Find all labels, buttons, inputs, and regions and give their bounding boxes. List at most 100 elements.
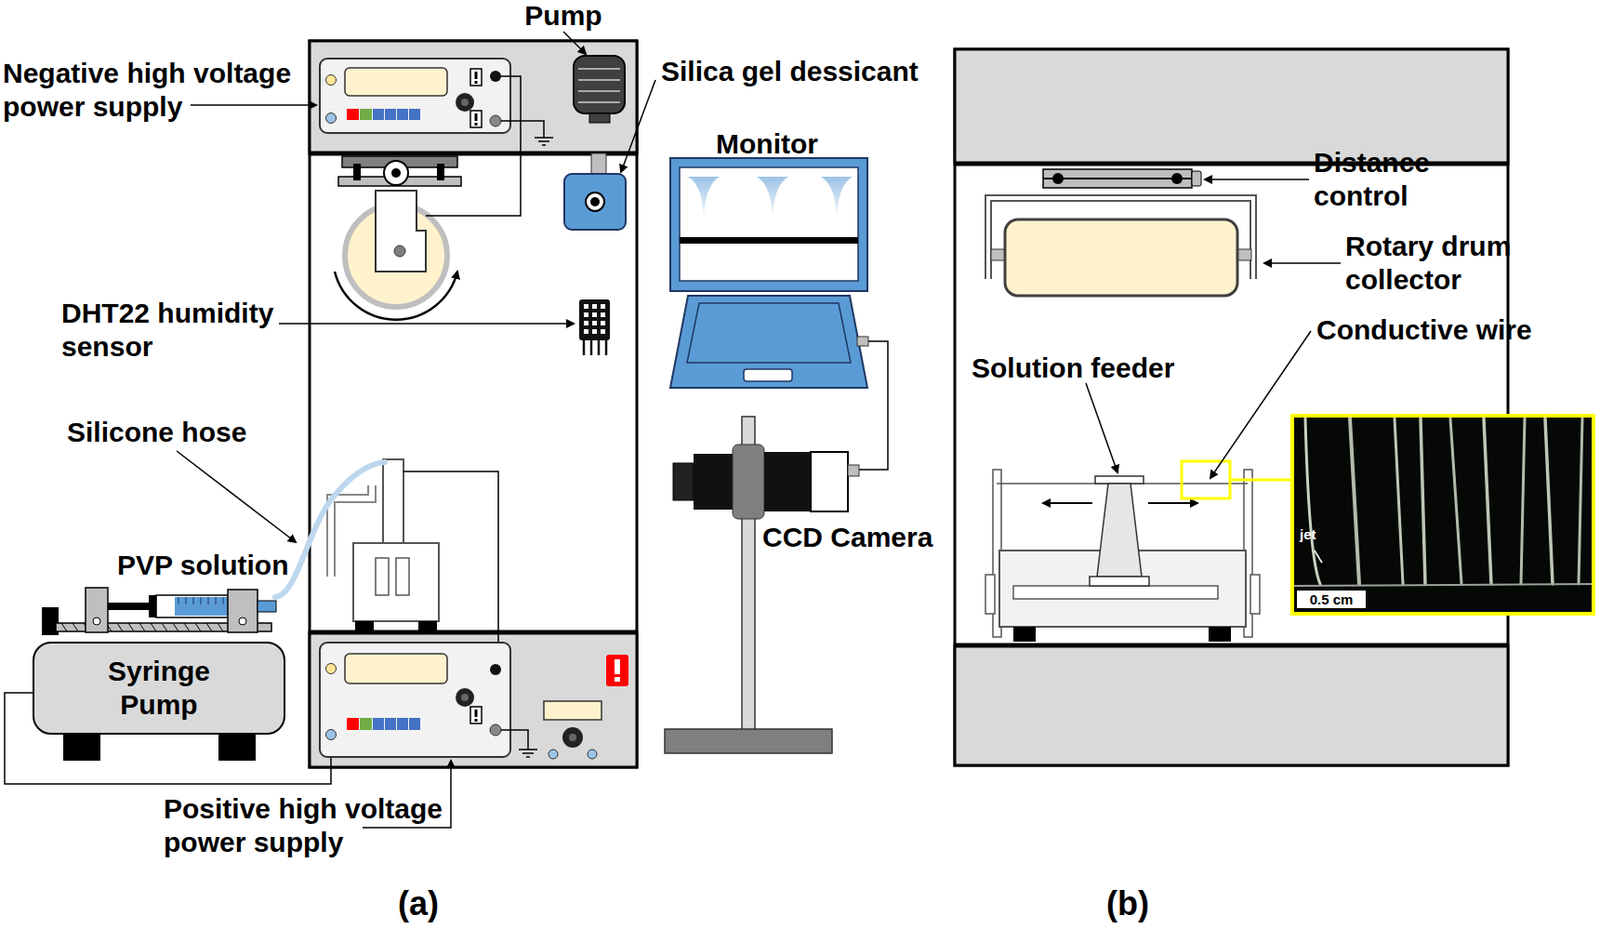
ccd-camera-part (847, 464, 860, 477)
air-pump-part (578, 67, 621, 70)
positive-power-supply-part (344, 653, 448, 684)
scale-bar-box: 0.5 cm (1295, 589, 1367, 609)
ccd-camera-part (810, 451, 848, 512)
laptop-monitor-part (743, 369, 793, 382)
positive-power-supply-part (475, 709, 478, 717)
jet-photo-inset-part-part (1349, 418, 1360, 584)
negative-power-supply-part (475, 71, 478, 80)
solution-feeder-side (275, 459, 499, 666)
leader-lines-part (621, 79, 656, 172)
negative-power-supply-part (359, 108, 372, 120)
negative-power-supply-part (470, 68, 482, 86)
air-pump-part (578, 101, 621, 104)
part-label: Distance control (1313, 145, 1444, 213)
wire-electrode-rig-part (1250, 574, 1260, 614)
part-label: Silica gel dessicant (661, 54, 919, 89)
positive-power-supply-part (326, 729, 337, 741)
humidity-sensor-part-part (600, 320, 606, 326)
syringe-pump-box: Syringe Pump (32, 641, 286, 735)
positive-power-supply-part (568, 733, 577, 741)
rotary-collector-side-part (383, 160, 409, 186)
distance-control-rail (1043, 169, 1202, 188)
cabinet-a (309, 40, 637, 767)
solution-feeder-side-part (383, 459, 404, 549)
solution-feeder-side-part (375, 557, 389, 596)
jet-photo-inset-part (1314, 550, 1326, 569)
wire-electrode-rig-part (1089, 576, 1150, 586)
laptop-monitor-part (687, 303, 851, 363)
solution-feeder-side-part (275, 462, 385, 597)
negative-power-supply-part (372, 108, 384, 120)
humidity-sensor-part-part (592, 329, 597, 334)
solution-feeder-side-part (355, 621, 374, 633)
positive-power-supply-part (614, 659, 621, 675)
part-label: Monitor (711, 127, 823, 161)
cabinet-a-part (309, 40, 637, 767)
distance-control-rail-part (1043, 169, 1192, 188)
negative-power-supply-part (475, 122, 478, 126)
air-pump-part (591, 153, 607, 174)
negative-power-supply-part (475, 80, 478, 84)
jet-photo-inset-part-part (1483, 418, 1492, 584)
cabinet-b-part (954, 49, 1508, 164)
part-label: Positive high voltage power supply (163, 792, 462, 860)
ccd-camera-part (732, 444, 765, 519)
wire-electrode-rig-part (1148, 502, 1198, 504)
rotary-collector-side-part (353, 163, 361, 181)
positive-power-supply-part (319, 642, 511, 757)
leader-lines-part (563, 31, 586, 54)
cabinet-b (954, 49, 1508, 766)
wire-electrode-rig-part (1095, 476, 1144, 484)
humidity-sensor (579, 299, 610, 356)
ccd-camera-part (673, 462, 694, 501)
positive-power-supply-part (359, 717, 372, 730)
wire-electrode-rig-part (1043, 502, 1093, 504)
wire-electrode-rig (985, 461, 1293, 642)
cabinet-b-part (954, 643, 1508, 648)
positive-power-supply-part (384, 717, 397, 730)
rotary-collector-side-part (436, 163, 445, 181)
humidity-sensor-part-part (600, 329, 606, 334)
positive-power-supply-part (470, 706, 482, 724)
humidity-sensor-part-part (583, 320, 589, 326)
syringe-assembly-part (238, 617, 247, 625)
negative-power-supply-part (489, 70, 502, 82)
positive-power-supply-part (606, 654, 629, 687)
jet-photo-inset-part-part (1420, 418, 1426, 584)
laptop-monitor-part (679, 167, 859, 281)
negative-power-supply-part (344, 67, 448, 96)
cabinet-b-part (954, 645, 1508, 766)
humidity-sensor-part-part (583, 304, 589, 309)
solution-feeder-side-part (418, 621, 437, 633)
silica-gel-canister-part (564, 173, 626, 230)
wire-electrode-rig-part (1013, 626, 1036, 642)
rotary-drum (988, 198, 1254, 296)
laptop-monitor-part (857, 336, 869, 346)
positive-power-supply-part (614, 676, 621, 682)
humidity-sensor-part-part (600, 304, 606, 309)
part-label: Solution feeder (971, 351, 1175, 385)
rotary-collector-side-part (334, 271, 458, 320)
syringe-assembly-part (63, 734, 101, 761)
syringe-assembly-part (227, 589, 258, 633)
negative-power-supply-part (475, 113, 478, 121)
leader-lines (176, 31, 1341, 828)
laptop-monitor-part (679, 237, 859, 244)
leader-lines-part (176, 450, 296, 543)
jet-photo-inset-part-part (1545, 418, 1553, 584)
wire-electrode-rig-part (1229, 478, 1293, 482)
cabinet-a-part (309, 632, 637, 767)
humidity-sensor-part-part (600, 312, 606, 318)
negative-power-supply-part (319, 58, 511, 133)
cabinet-a-part (309, 151, 637, 157)
panel-label: (b) (1081, 883, 1175, 924)
negative-power-supply-part (409, 108, 421, 120)
negative-power-supply-part (396, 108, 409, 120)
part-label: Conductive wire (1316, 313, 1533, 347)
air-pump-part (578, 90, 621, 93)
solution-feeder-side-part (403, 471, 499, 666)
positive-power-supply-part (396, 717, 409, 730)
ccd-camera-part (664, 728, 833, 754)
positive-power-supply-part (455, 687, 475, 707)
humidity-sensor-part-part (583, 329, 589, 334)
